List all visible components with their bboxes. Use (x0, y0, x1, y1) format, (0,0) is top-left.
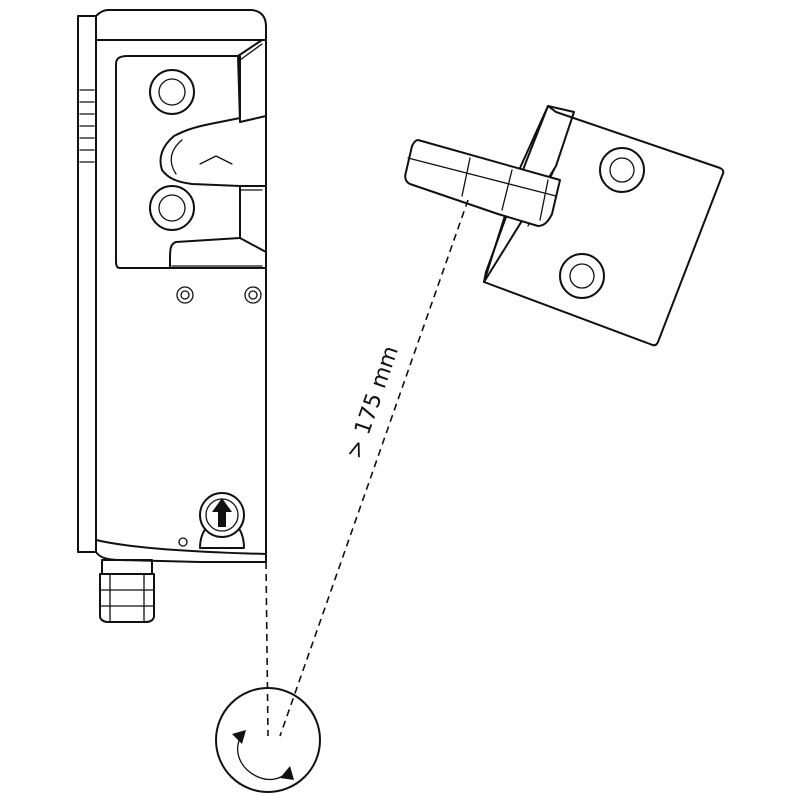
m12-connector (99, 559, 155, 623)
dimension-label: > 175 mm (342, 343, 404, 462)
arrow-up-icon (212, 498, 232, 527)
actuator-tongue (404, 139, 561, 227)
actuator-plate (483, 105, 725, 347)
lower-screw-icon (149, 185, 195, 231)
rotate-arrows-icon (215, 687, 321, 793)
mounting-screws (176, 286, 262, 547)
upper-screw-icon (149, 69, 195, 115)
auxiliary-release (199, 492, 245, 549)
dimension-lines (265, 199, 469, 737)
actuator-head (115, 39, 267, 553)
